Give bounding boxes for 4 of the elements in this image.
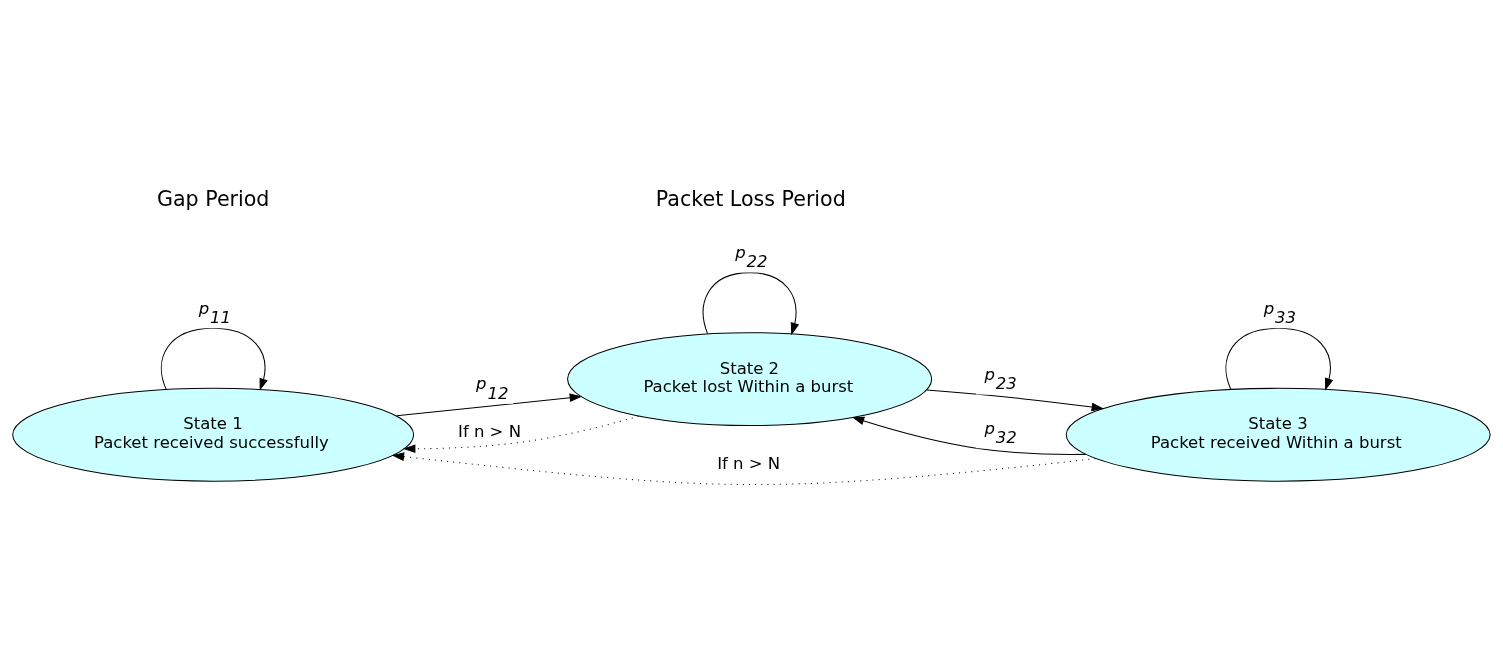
label: Gap Period [156,186,270,211]
label: Packet Loss Period [655,186,846,211]
edge-label: If n > N [717,453,781,473]
edge-label: If n > N [458,421,522,441]
